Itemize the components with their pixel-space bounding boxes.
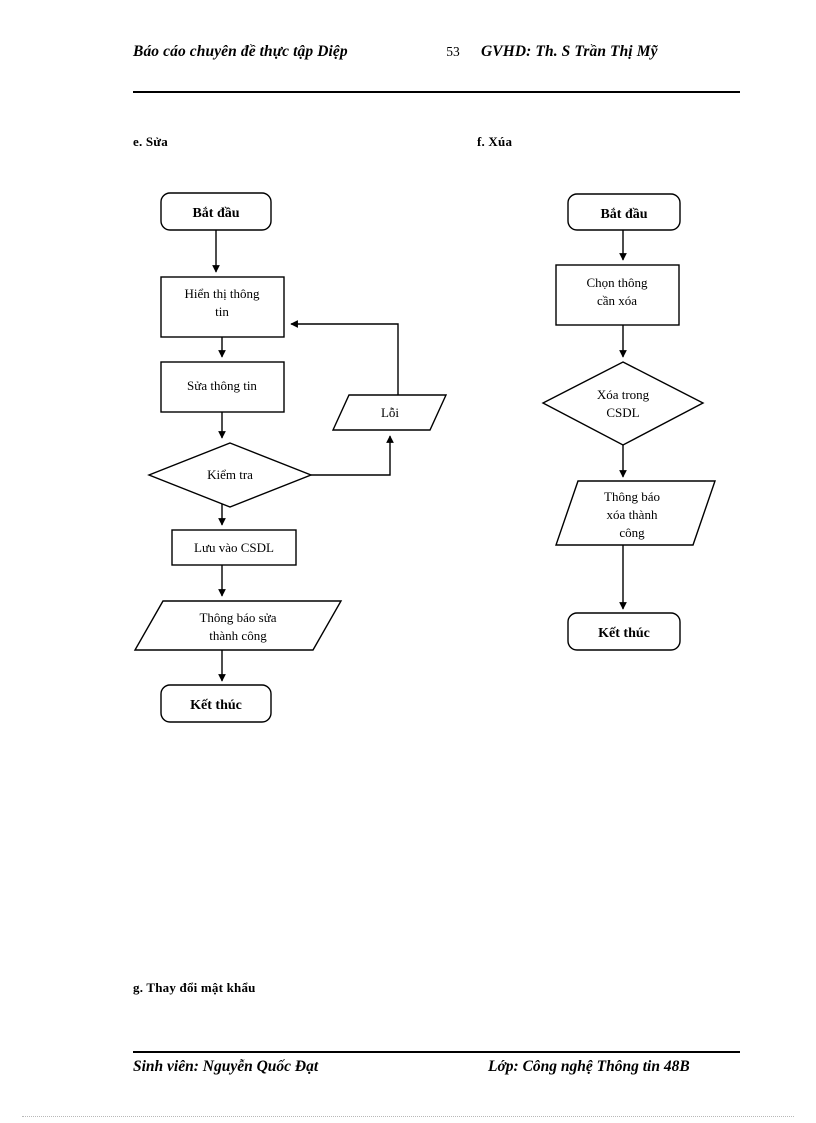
node-delete-start: Bắt đầu [567, 193, 681, 231]
section-label-e-sua: e. Sửa [133, 134, 169, 149]
node-delete-notify-line3: công [619, 525, 645, 540]
node-edit-display: Hiển thị thông tin [160, 276, 285, 338]
node-edit-edit-label: Sửa thông tin [187, 378, 257, 393]
node-edit-start-label: Bắt đầu [192, 206, 239, 221]
node-delete-notify-line1: Thông báo [604, 489, 660, 504]
edge-check-to-error [311, 435, 394, 476]
node-edit-check-label: Kiểm tra [207, 467, 253, 482]
node-edit-check: Kiểm tra [147, 442, 313, 508]
node-edit-notify-line1: Thông báo sửa [199, 610, 276, 625]
section-label-g-thay-doi-mat-khau: g. Thay đổi mật khẩu [133, 980, 256, 995]
node-edit-display-line2: tin [215, 304, 229, 319]
node-edit-start: Bắt đầu [160, 192, 272, 231]
page-number: 53 [446, 44, 460, 59]
page-bottom-edge [22, 1116, 794, 1118]
node-delete-end-label: Kết thúc [598, 626, 650, 641]
node-delete-notify: Thông báo xóa thành công [555, 480, 716, 546]
footer-student-name: Sinh viên: Nguyễn Quốc Đạt [133, 1058, 319, 1075]
node-edit-end: Kết thúc [160, 684, 272, 723]
header-rule [133, 91, 740, 93]
node-edit-end-label: Kết thúc [190, 698, 242, 713]
node-edit-save-label: Lưu vào CSDL [194, 540, 274, 555]
node-delete-notify-line2: xóa thành [607, 507, 658, 522]
node-edit-error: Lỗi [331, 394, 448, 431]
flowchart-delete: Bắt đầu Chọn thông cần xóa Xóa trong CSD… [541, 193, 716, 651]
node-delete-select: Chọn thông cần xóa [555, 264, 680, 326]
node-edit-error-label: Lỗi [381, 405, 399, 420]
page-footer: Sinh viên: Nguyễn Quốc Đạt Lớp: Công ngh… [133, 1058, 740, 1082]
node-delete-select-line1: Chọn thông [586, 275, 648, 290]
page-header: Báo cáo chuyên đề thực tập Diệp 53 GVHD:… [133, 40, 740, 92]
edge-error-to-display [290, 320, 399, 395]
header-left-title: Báo cáo chuyên đề thực tập Diệp [133, 43, 348, 60]
header-right-title: GVHD: Th. S Trần Thị Mỹ [481, 43, 658, 60]
footer-class-name: Lớp: Công nghệ Thông tin 48B [488, 1058, 690, 1075]
flowchart-edit: Bắt đầu Hiển thị thông tin Sửa thông tin… [133, 192, 448, 723]
node-delete-start-label: Bắt đầu [600, 207, 647, 222]
node-edit-display-line1: Hiển thị thông [184, 286, 260, 301]
footer-rule [133, 1051, 740, 1053]
section-label-f-xua: f. Xúa [477, 134, 513, 149]
node-delete-select-line2: cần xóa [597, 293, 637, 308]
node-delete-delete-line1: Xóa trong [597, 387, 650, 402]
node-delete-delete-line2: CSDL [606, 405, 639, 420]
node-edit-notify-line2: thành công [209, 628, 267, 643]
node-delete-delete: Xóa trong CSDL [541, 361, 705, 446]
node-delete-end: Kết thúc [567, 612, 681, 651]
node-edit-edit: Sửa thông tin [160, 361, 285, 413]
node-edit-save: Lưu vào CSDL [171, 529, 297, 566]
node-edit-notify: Thông báo sửa thành công [133, 600, 343, 651]
